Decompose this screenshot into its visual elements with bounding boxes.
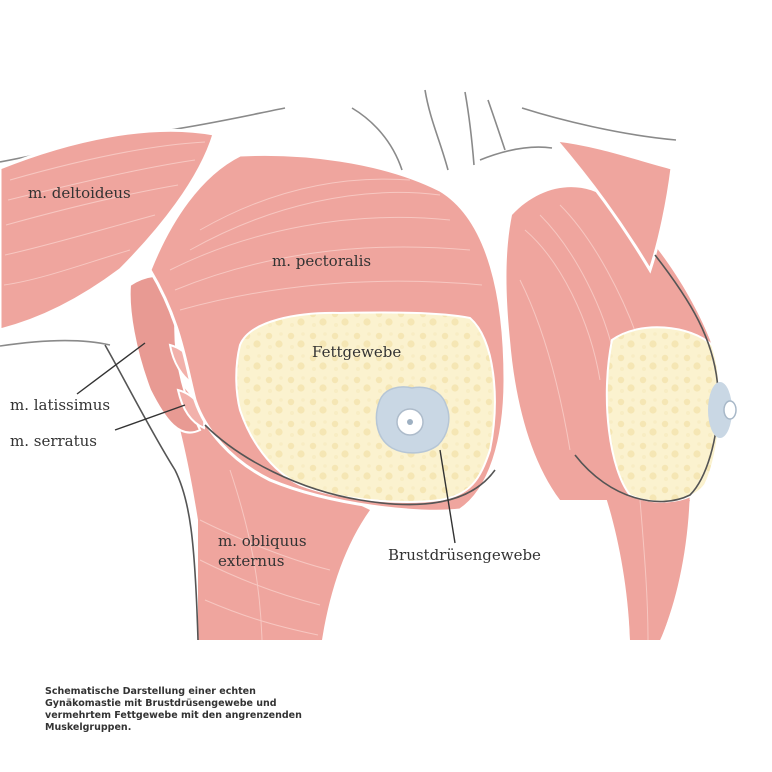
label-serratus: m. serratus: [10, 432, 97, 450]
leader-line-brustdruesengewebe: [439, 449, 456, 544]
deltoid-muscle-left: [0, 128, 216, 332]
leader-line-latissimus: [76, 342, 146, 395]
label-pectoralis: m. pectoralis: [272, 252, 371, 270]
caption-line-2: Gynäkomastie mit Brustdrüsengewebe und: [45, 698, 277, 709]
leader-line-serratus: [114, 404, 186, 431]
left-body-outline: [104, 344, 199, 641]
figure-caption: Schematische Darstellung einer echten Gy…: [45, 686, 345, 734]
pectoralis-fibers: [169, 178, 483, 311]
caption-line-1: Schematische Darstellung einer echten: [45, 686, 256, 697]
fat-tissue-right: [605, 326, 722, 503]
deltoid-muscle-right: [552, 138, 674, 274]
left-breast-outline: [204, 424, 496, 506]
obliquus-fibers: [199, 469, 331, 641]
caption-line-3: vermehrtem Fettgewebe mit den angrenzend…: [45, 710, 302, 721]
label-deltoideus: m. deltoideus: [28, 184, 131, 202]
label-brustdruesengewebe: Brustdrüsengewebe: [388, 546, 541, 564]
label-latissimus: m. latissimus: [10, 396, 110, 414]
caption-line-4: Muskelgruppen.: [45, 722, 132, 733]
label-obliquus-line2: externus: [218, 552, 284, 570]
deltoid-fibers: [3, 141, 206, 286]
gland-tissue-right: [708, 382, 732, 438]
nipple-center-left: [407, 419, 413, 425]
right-breast-outline: [574, 254, 719, 503]
nipple-right: [723, 400, 737, 420]
leader-lines: [76, 342, 456, 544]
fat-tissue-left: [235, 311, 496, 503]
label-fettgewebe: Fettgewebe: [312, 343, 401, 361]
label-obliquus-line1: m. obliquus: [218, 532, 307, 550]
